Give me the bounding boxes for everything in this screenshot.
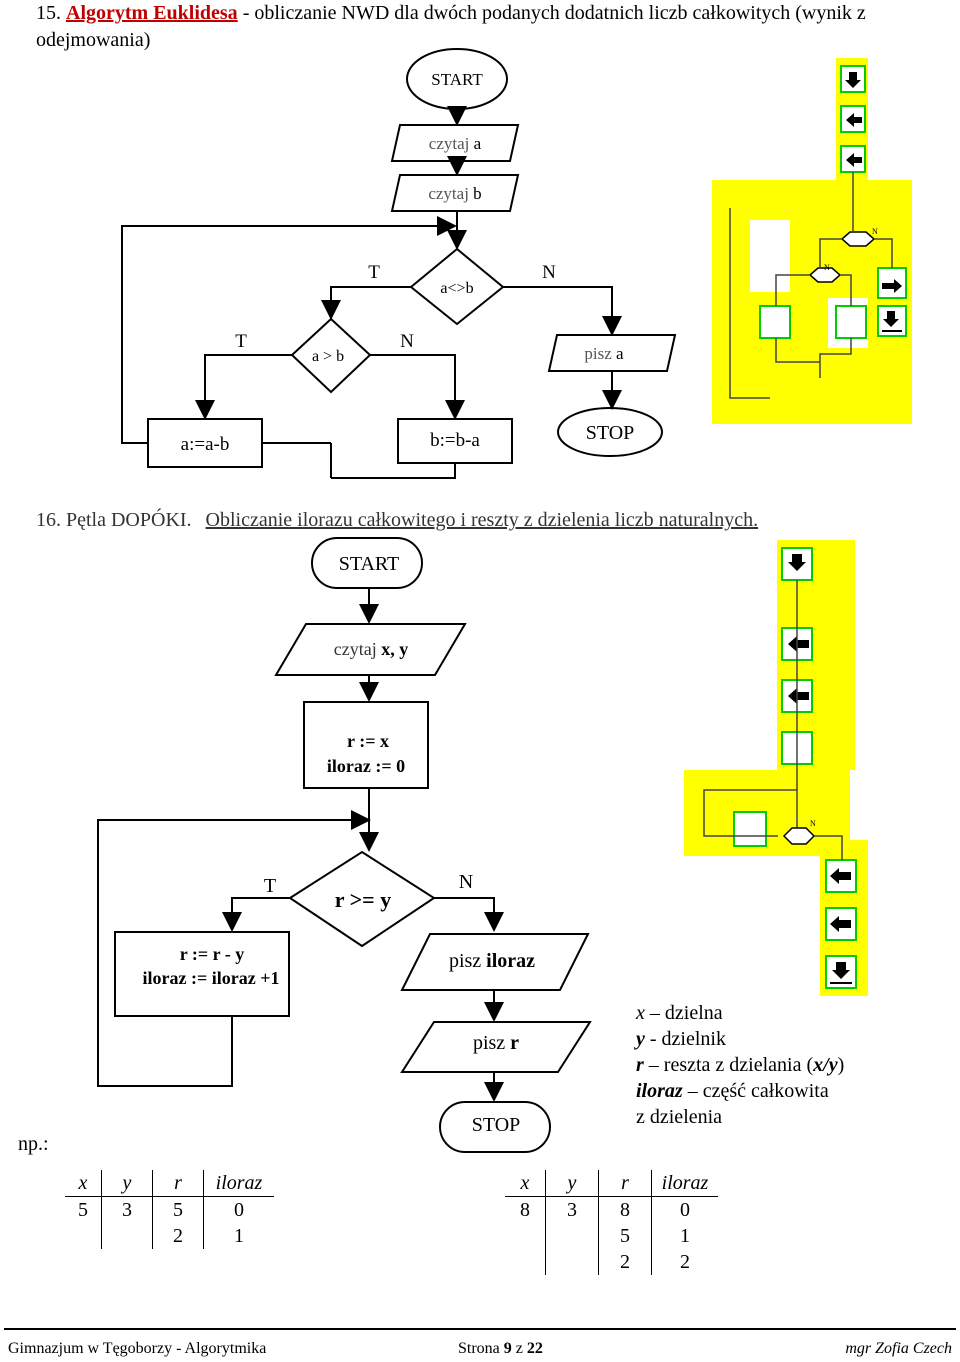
loop-body-box bbox=[114, 931, 290, 1017]
stop-terminal bbox=[557, 407, 663, 457]
flowchart-euclid: START czytaj a czytaj b a<>b T N a > b T… bbox=[121, 48, 677, 479]
print-iloraz-io bbox=[400, 933, 590, 991]
svg-text:iloraz := iloraz +1: iloraz := iloraz +1 bbox=[143, 968, 280, 988]
page-number: Strona 9 z 22 bbox=[458, 1340, 543, 1357]
section-15-heading: 15. Algorytm Euklidesa - obliczanie NWD … bbox=[36, 2, 866, 51]
read-xy-io bbox=[274, 623, 467, 676]
svg-text:iloraz := 0: iloraz := 0 bbox=[327, 756, 405, 776]
svg-text:START: START bbox=[339, 553, 400, 575]
cond-a-neq-b bbox=[409, 247, 505, 326]
example-label: np.: bbox=[18, 1133, 49, 1155]
print-r-io bbox=[400, 1021, 592, 1073]
flowchart-division: START czytaj x, y r := x iloraz := 0 r >… bbox=[97, 537, 592, 1153]
svg-text:N: N bbox=[459, 871, 473, 893]
svg-text:START: START bbox=[431, 70, 483, 89]
svg-text:a<>b: a<>b bbox=[440, 280, 473, 297]
svg-text:a:=a-b: a:=a-b bbox=[181, 434, 230, 455]
svg-text:T: T bbox=[368, 262, 380, 283]
read-b-io bbox=[390, 174, 520, 212]
page-footer: Gimnazjum w Tęgoborzy - Algorytmika Stro… bbox=[4, 1328, 956, 1357]
svg-text:N: N bbox=[872, 227, 878, 236]
init-box bbox=[303, 701, 429, 789]
print-a-io bbox=[547, 334, 677, 372]
svg-text:N: N bbox=[400, 331, 414, 352]
svg-text:STOP: STOP bbox=[472, 1114, 521, 1136]
cond-r-ge-y bbox=[288, 850, 436, 948]
read-a-io bbox=[390, 124, 520, 162]
svg-text:N: N bbox=[810, 819, 816, 828]
svg-text:STOP: STOP bbox=[586, 422, 635, 444]
svg-text:N: N bbox=[824, 263, 830, 272]
stop2-terminal bbox=[439, 1101, 551, 1153]
svg-text:a > b: a > b bbox=[312, 348, 344, 365]
section-16-heading: 16. Pętla DOPÓKI.Obliczanie ilorazu całk… bbox=[36, 509, 759, 531]
svg-text:r >= y: r >= y bbox=[335, 887, 391, 912]
svg-text:r := r - y: r := r - y bbox=[180, 944, 245, 964]
svg-text:czytaj b: czytaj b bbox=[428, 184, 481, 203]
svg-text:pisz iloraz: pisz iloraz bbox=[449, 950, 535, 972]
svg-text:b:=b-a: b:=b-a bbox=[430, 430, 480, 451]
euclid-title-link[interactable]: Algorytm Euklidesa bbox=[66, 2, 238, 24]
start2-terminal bbox=[311, 537, 423, 589]
variable-legend: x – dzielna y - dzielnik r – reszta z dz… bbox=[636, 1002, 845, 1128]
svg-text:N: N bbox=[542, 262, 556, 283]
svg-text:pisz a: pisz a bbox=[584, 344, 624, 363]
svg-text:T: T bbox=[264, 875, 276, 897]
svg-text:pisz r: pisz r bbox=[473, 1032, 519, 1054]
svg-text:czytaj a: czytaj a bbox=[429, 134, 482, 153]
svg-text:czytaj x, y: czytaj x, y bbox=[334, 639, 408, 659]
svg-text:r := x: r := x bbox=[347, 731, 389, 751]
cond-a-gt-b bbox=[290, 317, 372, 394]
block-program-picture-1: N N bbox=[712, 58, 912, 424]
block-program-picture-2: N bbox=[684, 540, 868, 996]
svg-text:T: T bbox=[235, 331, 247, 352]
